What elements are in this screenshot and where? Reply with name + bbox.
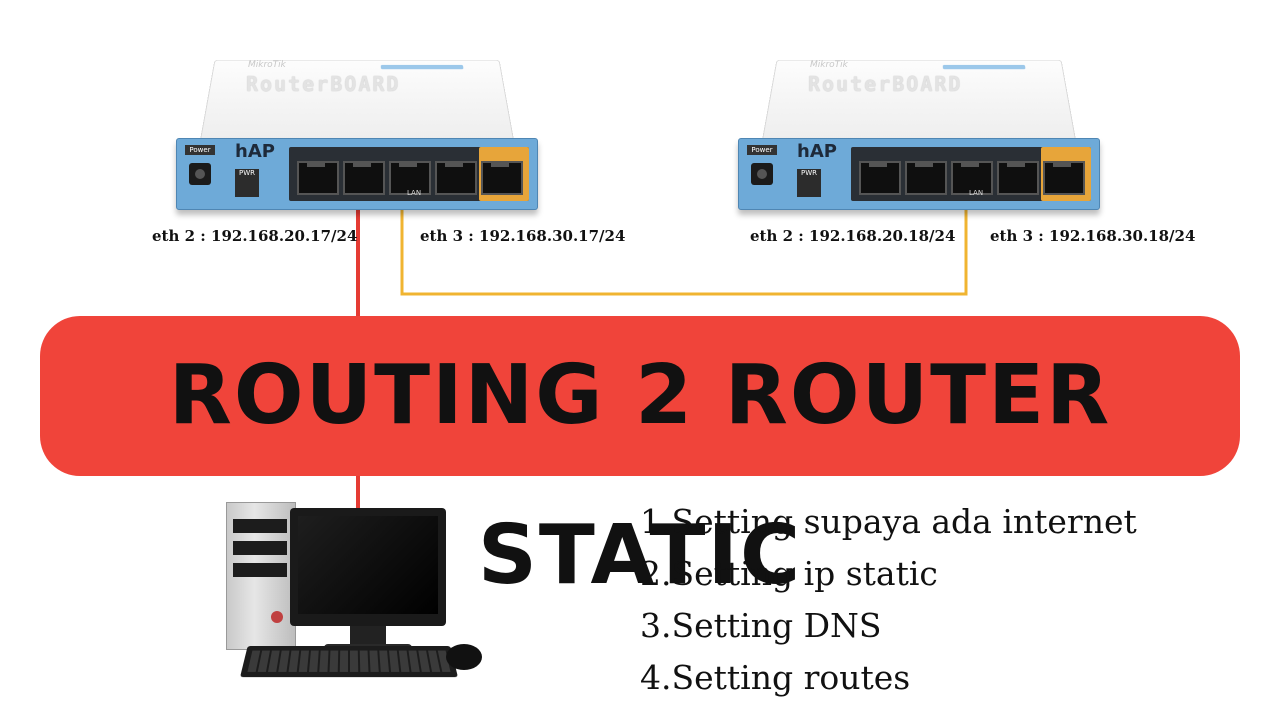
drive-bay	[233, 519, 287, 533]
router-2: MikroTik RouterBOARD Power hAP PWR LAN	[738, 38, 1100, 218]
ethernet-port-block: LAN	[851, 147, 1091, 201]
step-item: 4.Setting routes	[640, 658, 911, 697]
router-2-eth2-ip: eth 2 : 192.168.20.18/24	[750, 227, 956, 245]
router-brand: RouterBOARD	[246, 72, 401, 96]
banner-title: ROUTING 2 ROUTER STATIC	[168, 348, 1112, 603]
ethernet-port-5	[1043, 161, 1085, 195]
lan-label: LAN	[969, 189, 984, 197]
monitor-screen	[298, 516, 438, 614]
pc-tower	[226, 502, 296, 650]
ethernet-port-3	[951, 161, 993, 195]
monitor-stand	[350, 626, 386, 648]
led-strip	[380, 64, 464, 70]
step-item: 1.Setting supaya ada internet	[640, 502, 1137, 541]
ethernet-port-2	[905, 161, 947, 195]
pc-monitor	[290, 508, 446, 652]
ethernet-port-4	[435, 161, 477, 195]
ethernet-port-1	[859, 161, 901, 195]
power-jack-icon	[189, 163, 211, 185]
lan-label: LAN	[407, 189, 422, 197]
router-brand: RouterBOARD	[808, 72, 963, 96]
mouse-icon	[446, 644, 482, 670]
router-maker-logo: MikroTik	[810, 60, 848, 70]
router-model: hAP	[235, 141, 275, 162]
router-maker-logo: MikroTik	[248, 60, 286, 70]
pwr-indicator: PWR	[235, 169, 259, 197]
ethernet-port-1	[297, 161, 339, 195]
title-banner: ROUTING 2 ROUTER STATIC	[40, 316, 1240, 603]
yellow-cable	[400, 190, 968, 296]
ethernet-port-2	[343, 161, 385, 195]
step-item: 3.Setting DNS	[640, 606, 882, 645]
power-label: Power	[747, 145, 777, 155]
router-front-panel: Power hAP PWR LAN	[176, 138, 538, 210]
pwr-indicator: PWR	[797, 169, 821, 197]
router-2-eth3-ip: eth 3 : 192.168.30.18/24	[990, 227, 1196, 245]
power-label: Power	[185, 145, 215, 155]
router-1-eth2-ip: eth 2 : 192.168.20.17/24	[152, 227, 358, 245]
power-jack-icon	[751, 163, 773, 185]
power-button-icon	[271, 611, 283, 623]
router-front-panel: Power hAP PWR LAN	[738, 138, 1100, 210]
router-1: MikroTik RouterBOARD Power hAP PWR LAN	[176, 38, 538, 218]
router-1-eth3-ip: eth 3 : 192.168.30.17/24	[420, 227, 626, 245]
drive-bay	[233, 563, 287, 577]
keyboard-icon	[240, 645, 458, 678]
led-strip	[942, 64, 1026, 70]
ethernet-port-4	[997, 161, 1039, 195]
router-model: hAP	[797, 141, 837, 162]
ethernet-port-5	[481, 161, 523, 195]
step-item: 2.Setting ip static	[640, 554, 938, 593]
drive-bay	[233, 541, 287, 555]
steps-list: 1.Setting supaya ada internet 2.Setting …	[640, 496, 1137, 704]
ethernet-port-block: LAN	[289, 147, 529, 201]
ethernet-port-3	[389, 161, 431, 195]
